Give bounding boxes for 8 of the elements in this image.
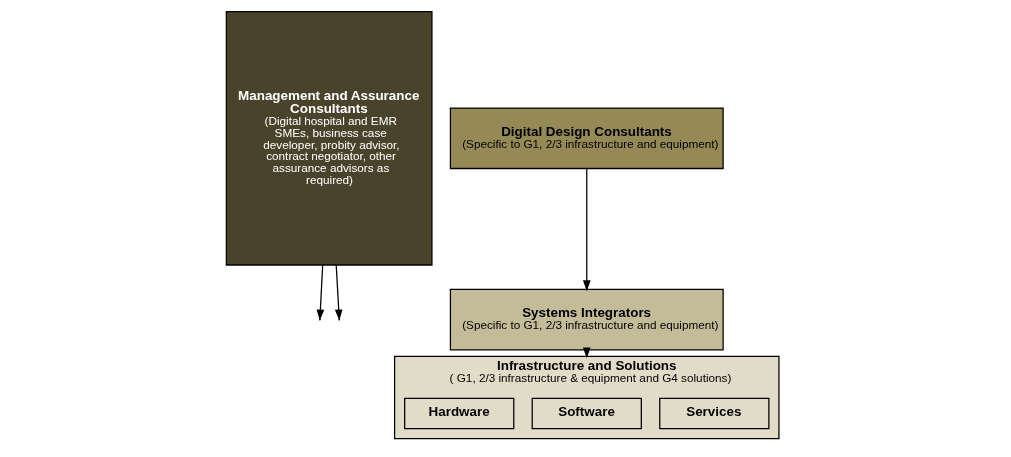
node-box: Hardware — [403, 397, 514, 430]
node-box: Services — [658, 397, 769, 430]
node-box: Software — [531, 397, 642, 430]
arrow — [334, 264, 343, 321]
node-box: Management and Assurance Consultants (Digital hospital and EMR SMEs, business case developer, probity advisor, contract negotiator, other assurance advisors as required) — [225, 10, 433, 266]
arrow — [316, 264, 324, 321]
arrow — [582, 168, 591, 292]
node-box: Digital Design Consultants (Specific to G1, 2/3 infrastructure and equipment) — [449, 107, 724, 170]
